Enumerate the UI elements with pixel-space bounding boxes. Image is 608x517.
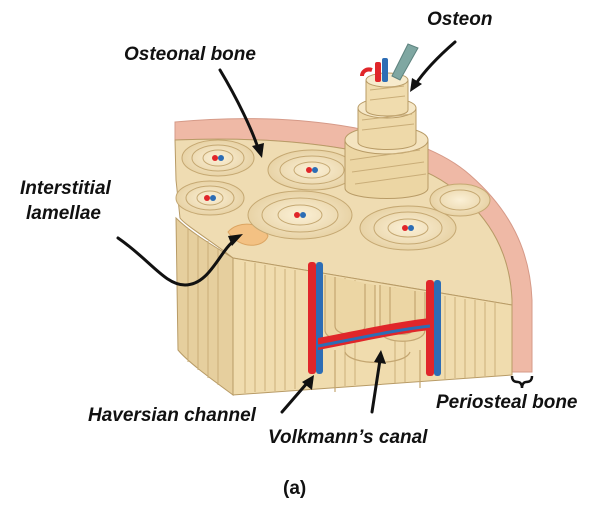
label-interstitial-line1: Interstitial: [20, 178, 111, 200]
label-periosteal-bone: Periosteal bone: [436, 392, 578, 414]
osteon-section-3: [176, 181, 244, 215]
osteon-section-1: [182, 140, 254, 176]
artery-vessel-left: [308, 262, 316, 374]
osteon-section-2: [268, 150, 356, 190]
vein-vessel-right: [434, 280, 441, 376]
arrow-osteon: [415, 42, 455, 85]
osteon-section-4: [248, 191, 352, 239]
label-volkmann-canal: Volkmann’s canal: [268, 427, 427, 449]
periosteal-bracket: [512, 376, 532, 388]
osteon-section-6: [430, 184, 490, 216]
nerve-fiber: [392, 44, 418, 80]
vein-vessel-left: [316, 262, 323, 374]
vein-vessel-top: [382, 58, 388, 82]
label-haversian-channel: Haversian channel: [88, 405, 256, 427]
artery-vessel-top: [375, 62, 381, 82]
osteon-cylinder: [345, 44, 428, 199]
label-interstitial-line2: lamellae: [26, 203, 101, 225]
figure-caption: (a): [283, 478, 306, 500]
label-osteon: Osteon: [427, 9, 492, 31]
label-osteonal-bone: Osteonal bone: [124, 44, 256, 66]
